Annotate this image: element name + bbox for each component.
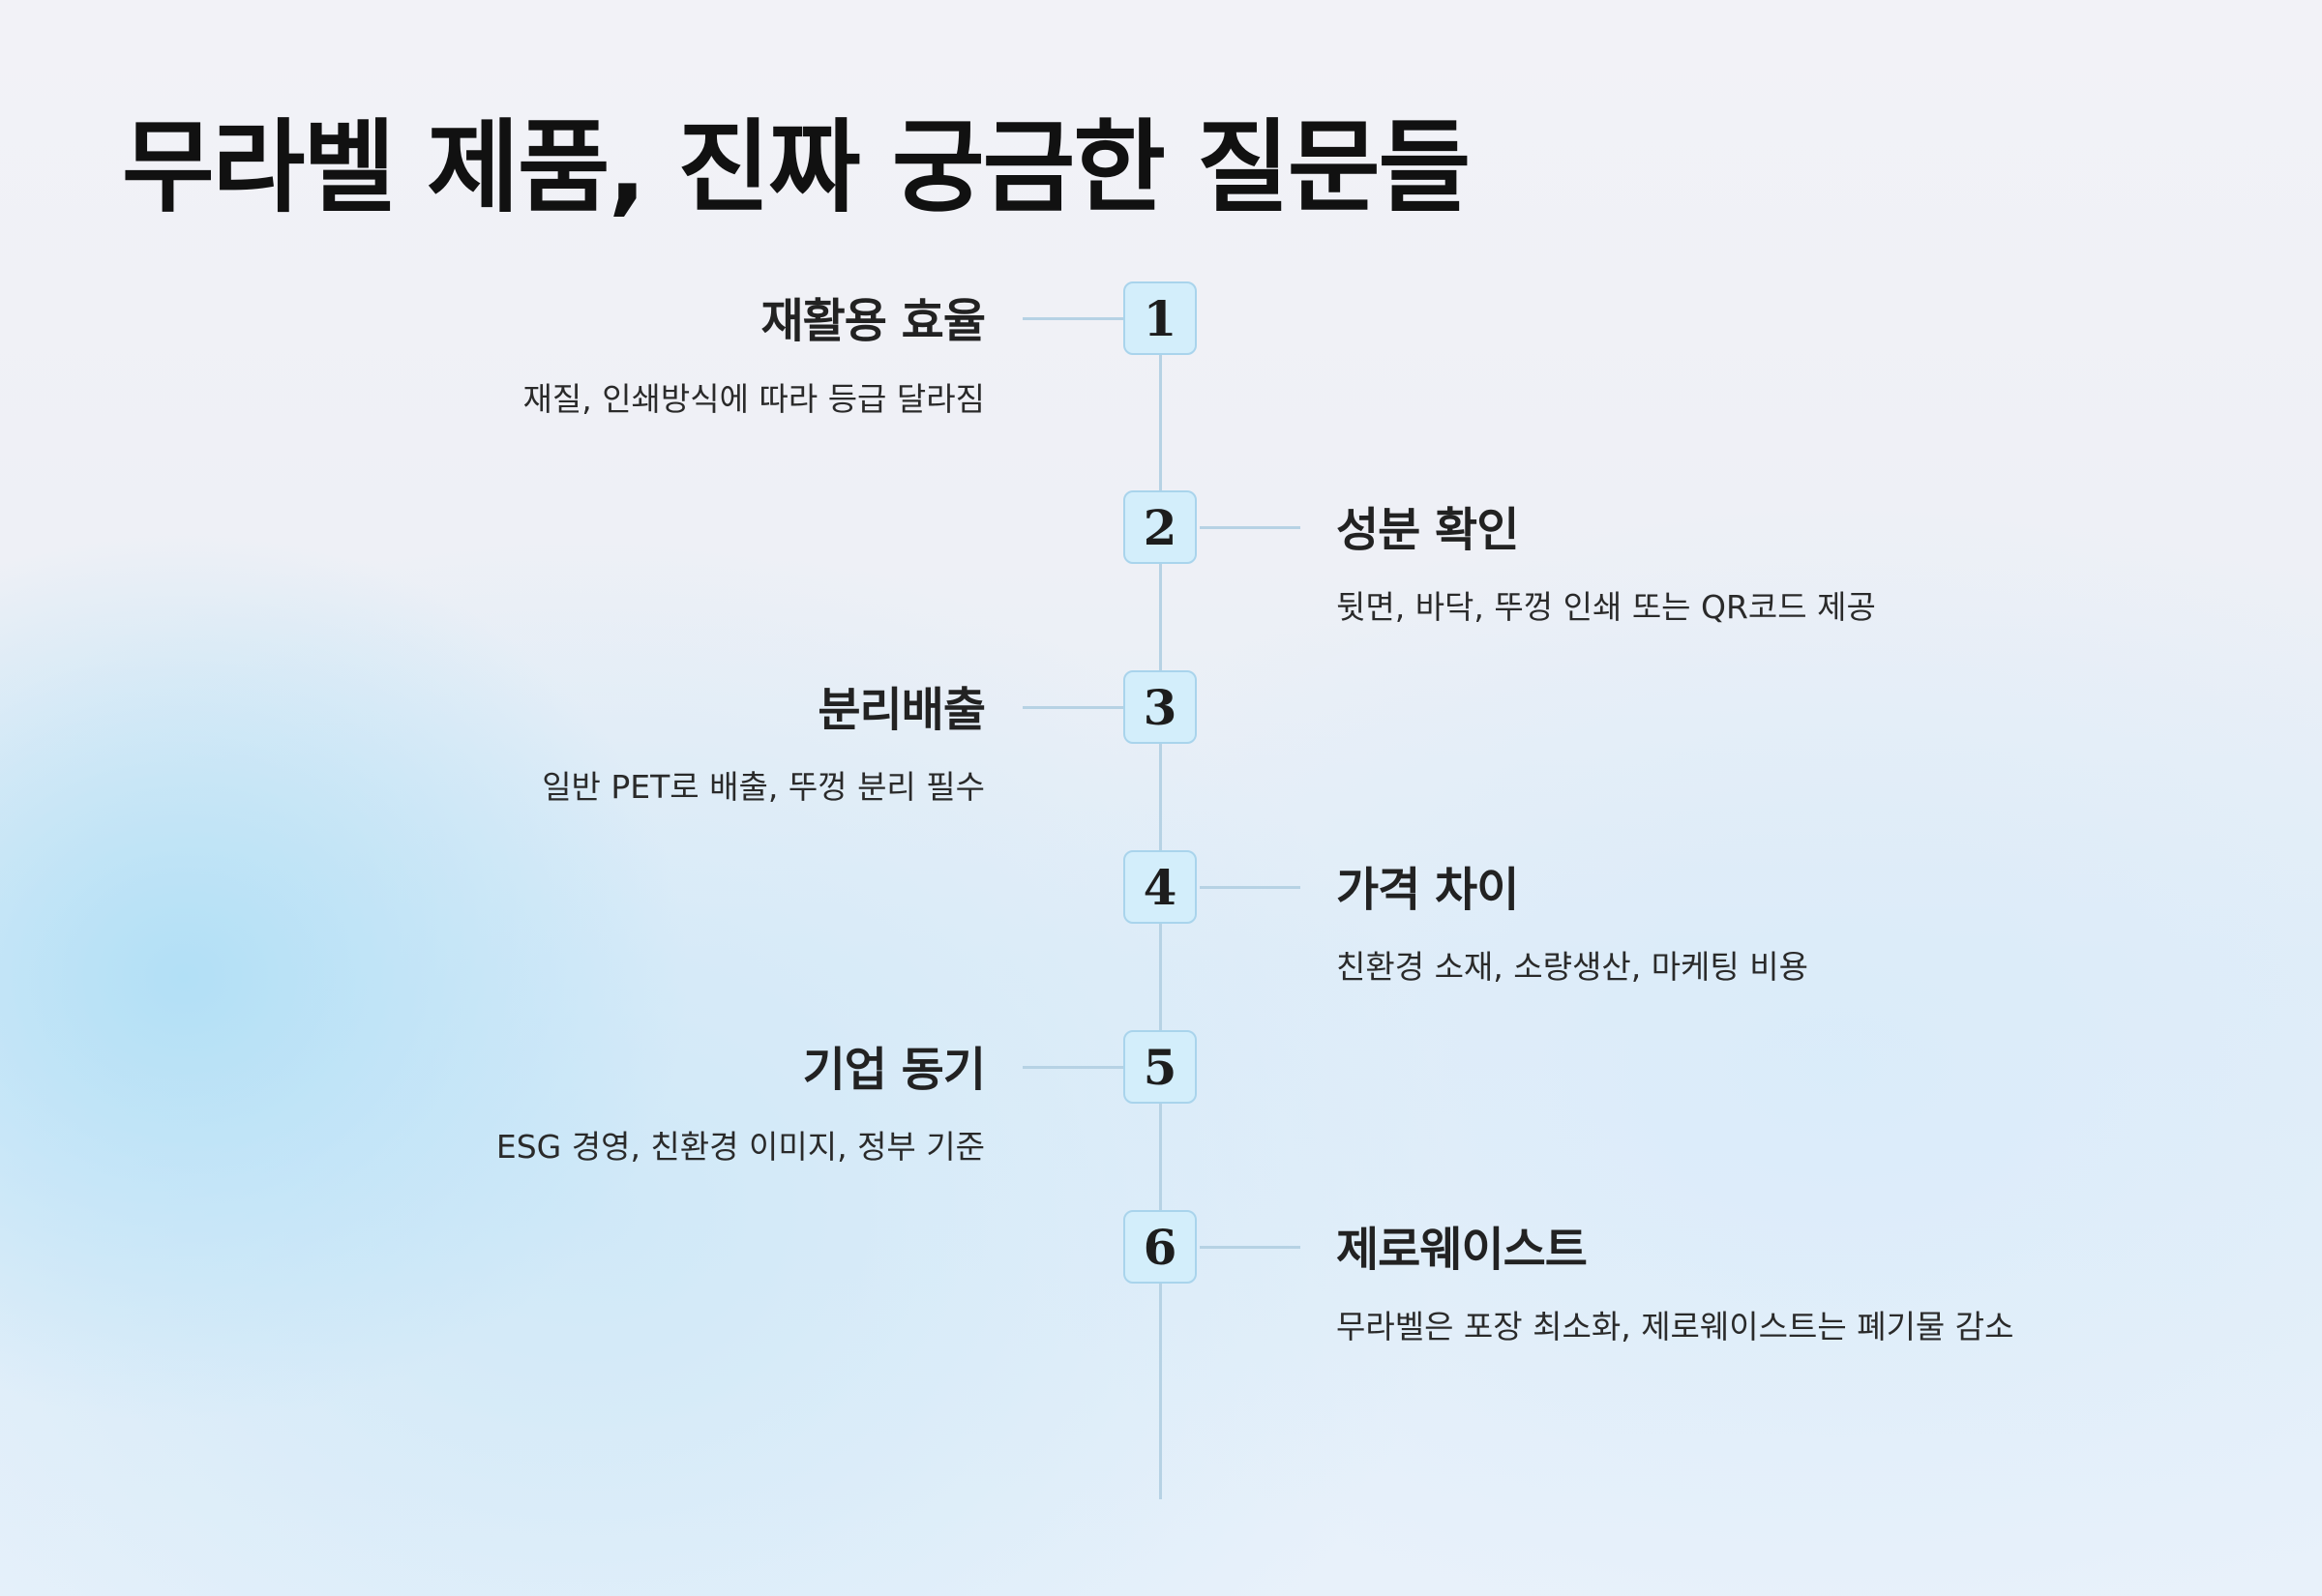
step-number-badge: 1 [1123,281,1197,355]
step-number-badge: 4 [1123,850,1197,924]
item-title: 기업 동기 [802,1043,986,1097]
item-description: 친환경 소재, 소량생산, 마케팅 비용 [1336,948,1808,986]
step-number-badge: 5 [1123,1030,1197,1104]
item-description: 일반 PET로 배출, 뚜껑 분리 필수 [542,768,985,806]
item-title: 제로웨이스트 [1336,1223,1588,1277]
item-description: 무라벨은 포장 최소화, 제로웨이스트는 폐기물 감소 [1336,1308,2014,1345]
item-description: 뒷면, 바닥, 뚜껑 인쇄 또는 QR코드 제공 [1336,588,1876,626]
connector-line [1023,706,1123,709]
item-title: 분리배출 [818,683,986,737]
item-title: 성분 확인 [1336,503,1519,557]
step-number-badge: 2 [1123,490,1197,564]
step-number-badge: 3 [1123,670,1197,744]
item-title: 가격 차이 [1336,863,1519,917]
item-description: ESG 경영, 친환경 이미지, 정부 기준 [495,1128,985,1166]
connector-line [1200,1246,1300,1249]
step-number-badge: 6 [1123,1210,1197,1284]
connector-line [1200,526,1300,529]
page-title: 무라벨 제품, 진짜 궁금한 질문들 [122,108,1471,226]
item-title: 재활용 효율 [760,294,986,348]
item-description: 재질, 인쇄방식에 따라 등급 달라짐 [522,380,986,418]
connector-line [1023,317,1123,320]
connector-line [1200,886,1300,889]
connector-line [1023,1066,1123,1069]
